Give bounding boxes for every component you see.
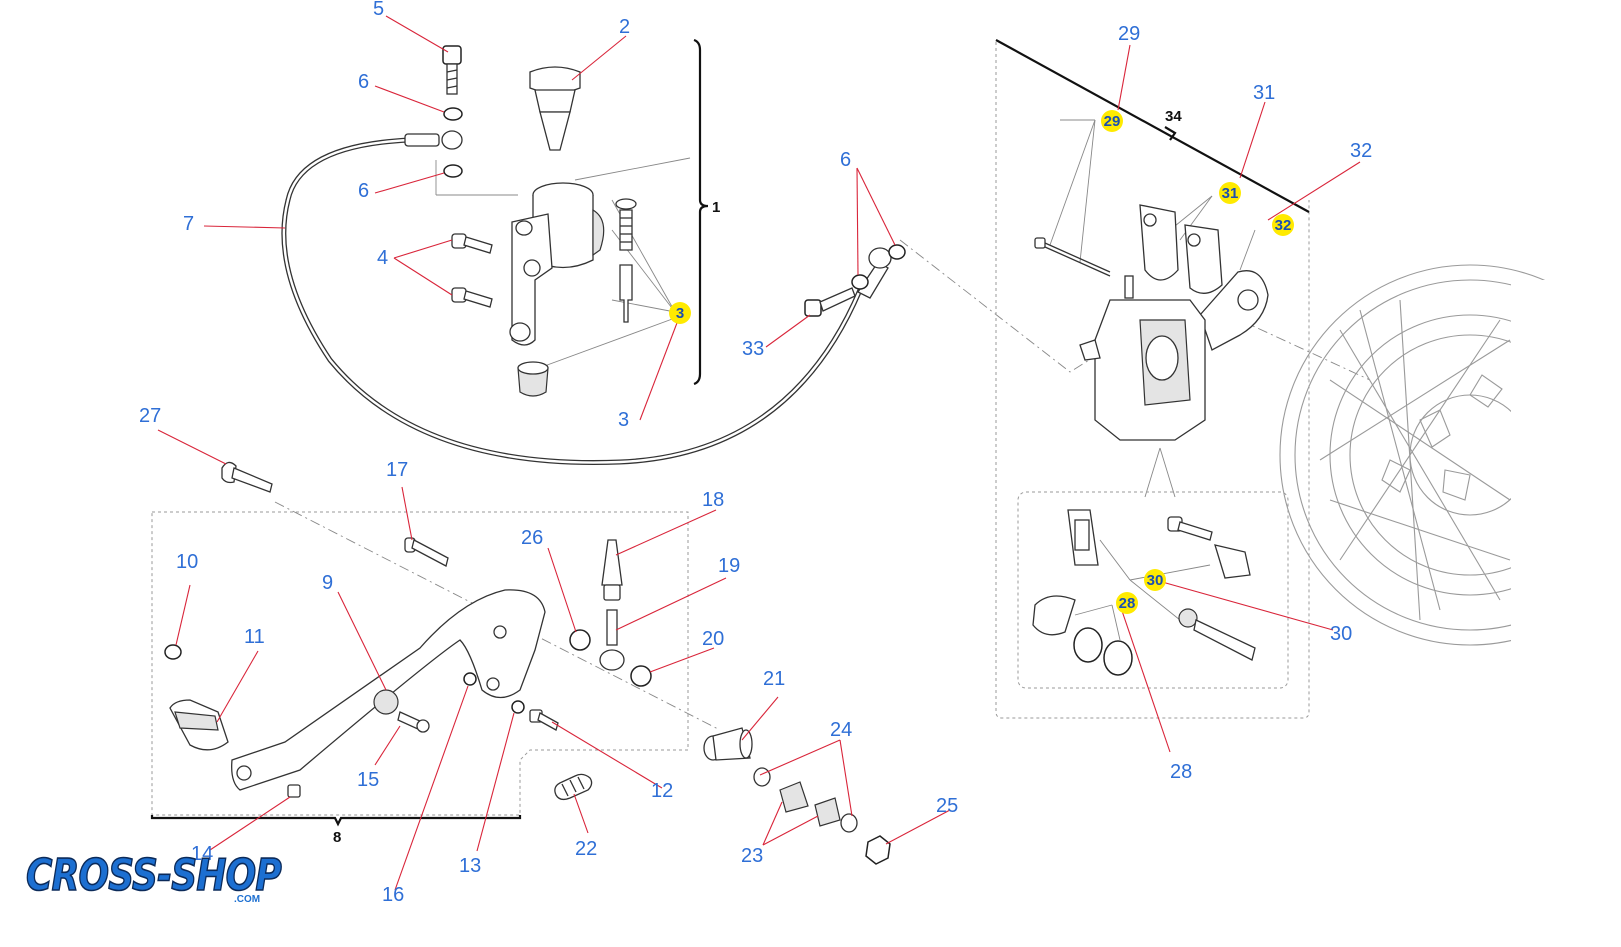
group-boxes <box>151 42 1310 816</box>
callout-3: 3 <box>618 409 629 431</box>
callout-15: 15 <box>357 769 379 791</box>
callout-14: 14 <box>191 843 213 865</box>
callout-numbers: 5 2 6 6 7 4 3 6 33 29 31 32 27 17 18 26 … <box>139 0 1372 906</box>
callout-28: 28 <box>1170 761 1192 783</box>
callout-6-top: 6 <box>358 71 369 93</box>
rear-wheel-disc <box>1279 264 1621 660</box>
master-cylinder-group <box>442 45 637 397</box>
group-label-34: 34 <box>1165 108 1182 125</box>
callout-26: 26 <box>521 527 543 549</box>
callout-10: 10 <box>176 551 198 573</box>
callout-22: 22 <box>575 838 597 860</box>
group-label-1: 1 <box>712 199 720 216</box>
callout-4: 4 <box>377 247 388 269</box>
callout-21: 21 <box>763 668 785 690</box>
callout-6-right: 6 <box>840 149 851 171</box>
callout-7: 7 <box>183 213 194 235</box>
callout-23: 23 <box>741 845 763 867</box>
cross-shop-logo: CROSS-SHOP .COM <box>25 849 283 905</box>
highlight-29: 29 <box>1104 113 1121 130</box>
callout-2: 2 <box>619 16 630 38</box>
callout-27: 27 <box>139 405 161 427</box>
leader-lines <box>157 15 1361 891</box>
highlight-markers: 3 29 31 32 30 28 <box>669 110 1294 614</box>
callout-29: 29 <box>1118 23 1140 45</box>
brake-pedal-group <box>164 461 891 865</box>
callout-32: 32 <box>1350 140 1372 162</box>
callout-16: 16 <box>382 884 404 906</box>
callout-13: 13 <box>459 855 481 877</box>
callout-24: 24 <box>830 719 852 741</box>
highlight-30: 30 <box>1147 572 1164 589</box>
callout-18: 18 <box>702 489 724 511</box>
highlight-32: 32 <box>1275 217 1292 234</box>
group-label-8: 8 <box>333 829 341 846</box>
callout-30: 30 <box>1330 623 1352 645</box>
callout-5: 5 <box>373 0 384 20</box>
callout-12: 12 <box>651 780 673 802</box>
caliper-group <box>804 204 1269 676</box>
callout-33: 33 <box>742 338 764 360</box>
callout-11: 11 <box>244 626 265 648</box>
highlight-28: 28 <box>1119 595 1136 612</box>
logo-suffix: .COM <box>234 894 260 905</box>
callout-31: 31 <box>1253 82 1275 104</box>
group-labels: 1 34 8 <box>333 108 1182 846</box>
callout-6-mid: 6 <box>358 180 369 202</box>
callout-25: 25 <box>936 795 958 817</box>
highlight-3: 3 <box>676 305 684 322</box>
callout-20: 20 <box>702 628 724 650</box>
highlight-31: 31 <box>1222 185 1239 202</box>
brackets <box>150 38 1310 827</box>
callout-19: 19 <box>718 555 740 577</box>
brake-hose <box>281 130 892 466</box>
callout-9: 9 <box>322 572 333 594</box>
callout-17: 17 <box>386 459 408 481</box>
logo-wordmark: CROSS-SHOP <box>26 850 282 901</box>
